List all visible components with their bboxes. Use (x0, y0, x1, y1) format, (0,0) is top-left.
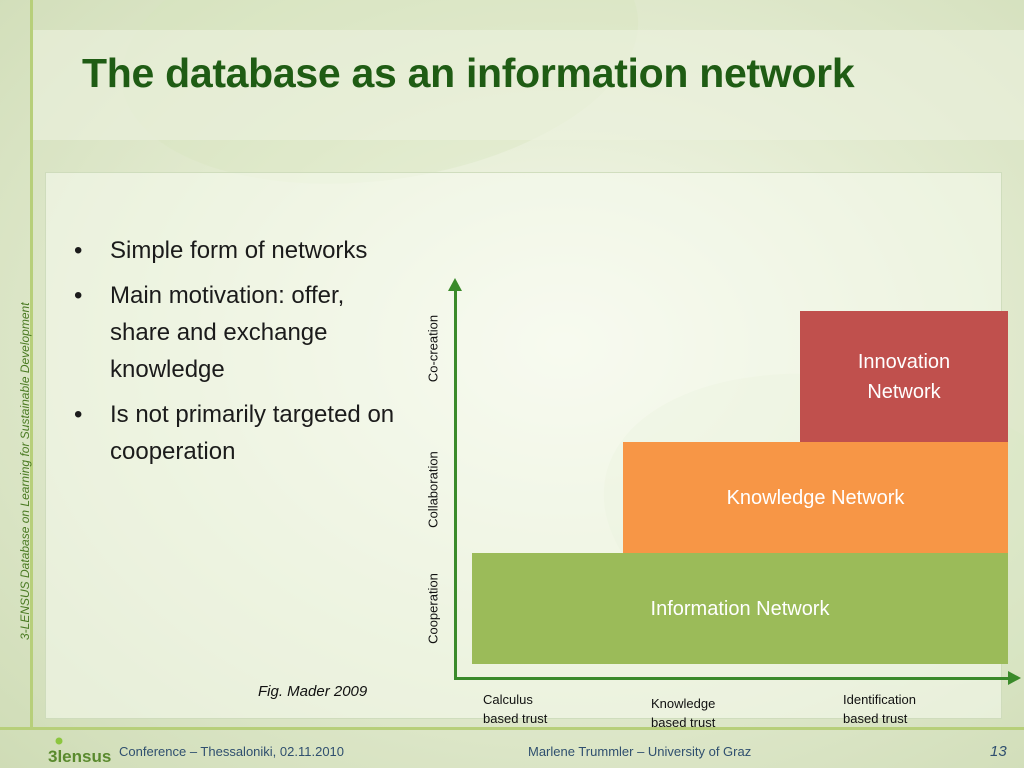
figure-caption: Fig. Mader 2009 (258, 683, 368, 700)
slide-title: The database as an information network (82, 50, 855, 96)
x-label-line: based trust (843, 711, 908, 726)
y-axis-arrowhead (448, 278, 462, 291)
block-label: Information Network (650, 597, 830, 620)
y-label-co-creation: Co-creation (425, 314, 441, 383)
logo-text: 3lensus (48, 747, 111, 765)
footer-author: Marlene Trummler – University of Graz (528, 744, 752, 759)
block-label: Knowledge Network (726, 486, 905, 509)
x-axis-line (454, 677, 1010, 680)
x-label-line: based trust (651, 715, 716, 730)
block-label: Innovation Network (857, 350, 951, 403)
bullet-item: Is not primarily targeted on cooperation (70, 396, 410, 470)
y-label-collaboration: Collaboration (425, 451, 441, 528)
x-axis-arrowhead (1008, 671, 1021, 685)
side-rule (30, 0, 33, 728)
lensus-logo: 3lensus (48, 737, 111, 765)
bullet-item: Simple form of networks (70, 232, 410, 269)
x-label-line: based trust (483, 711, 548, 726)
x-label-line: Knowledge (651, 696, 716, 711)
y-axis-line (454, 290, 457, 680)
x-label-line: Identification (843, 692, 916, 707)
x-label-calculus-trust: Calculus based trust (483, 690, 593, 728)
logo-sun-icon (55, 737, 63, 745)
bullet-item: Main motivation: offer, share and exchan… (70, 277, 410, 388)
knowledge-network-block: Knowledge Network (623, 442, 1008, 553)
bullet-list: Simple form of networks Main motivation:… (70, 232, 410, 478)
x-label-identification-trust: Identification based trust (843, 690, 953, 728)
footer-rule (0, 727, 1024, 730)
footer-conference: Conference – Thessaloniki, 02.11.2010 (119, 744, 345, 759)
x-label-line: Calculus (483, 692, 533, 707)
y-label-cooperation: Cooperation (425, 573, 441, 644)
information-network-block: Information Network (472, 553, 1008, 664)
page-number: 13 (990, 743, 1007, 760)
side-vertical-text: 3-LENSUS Database on Learning for Sustai… (18, 302, 32, 640)
title-band (33, 30, 1024, 140)
x-label-knowledge-trust: Knowledge based trust (651, 694, 761, 732)
innovation-network-block: Innovation Network (800, 311, 1008, 442)
